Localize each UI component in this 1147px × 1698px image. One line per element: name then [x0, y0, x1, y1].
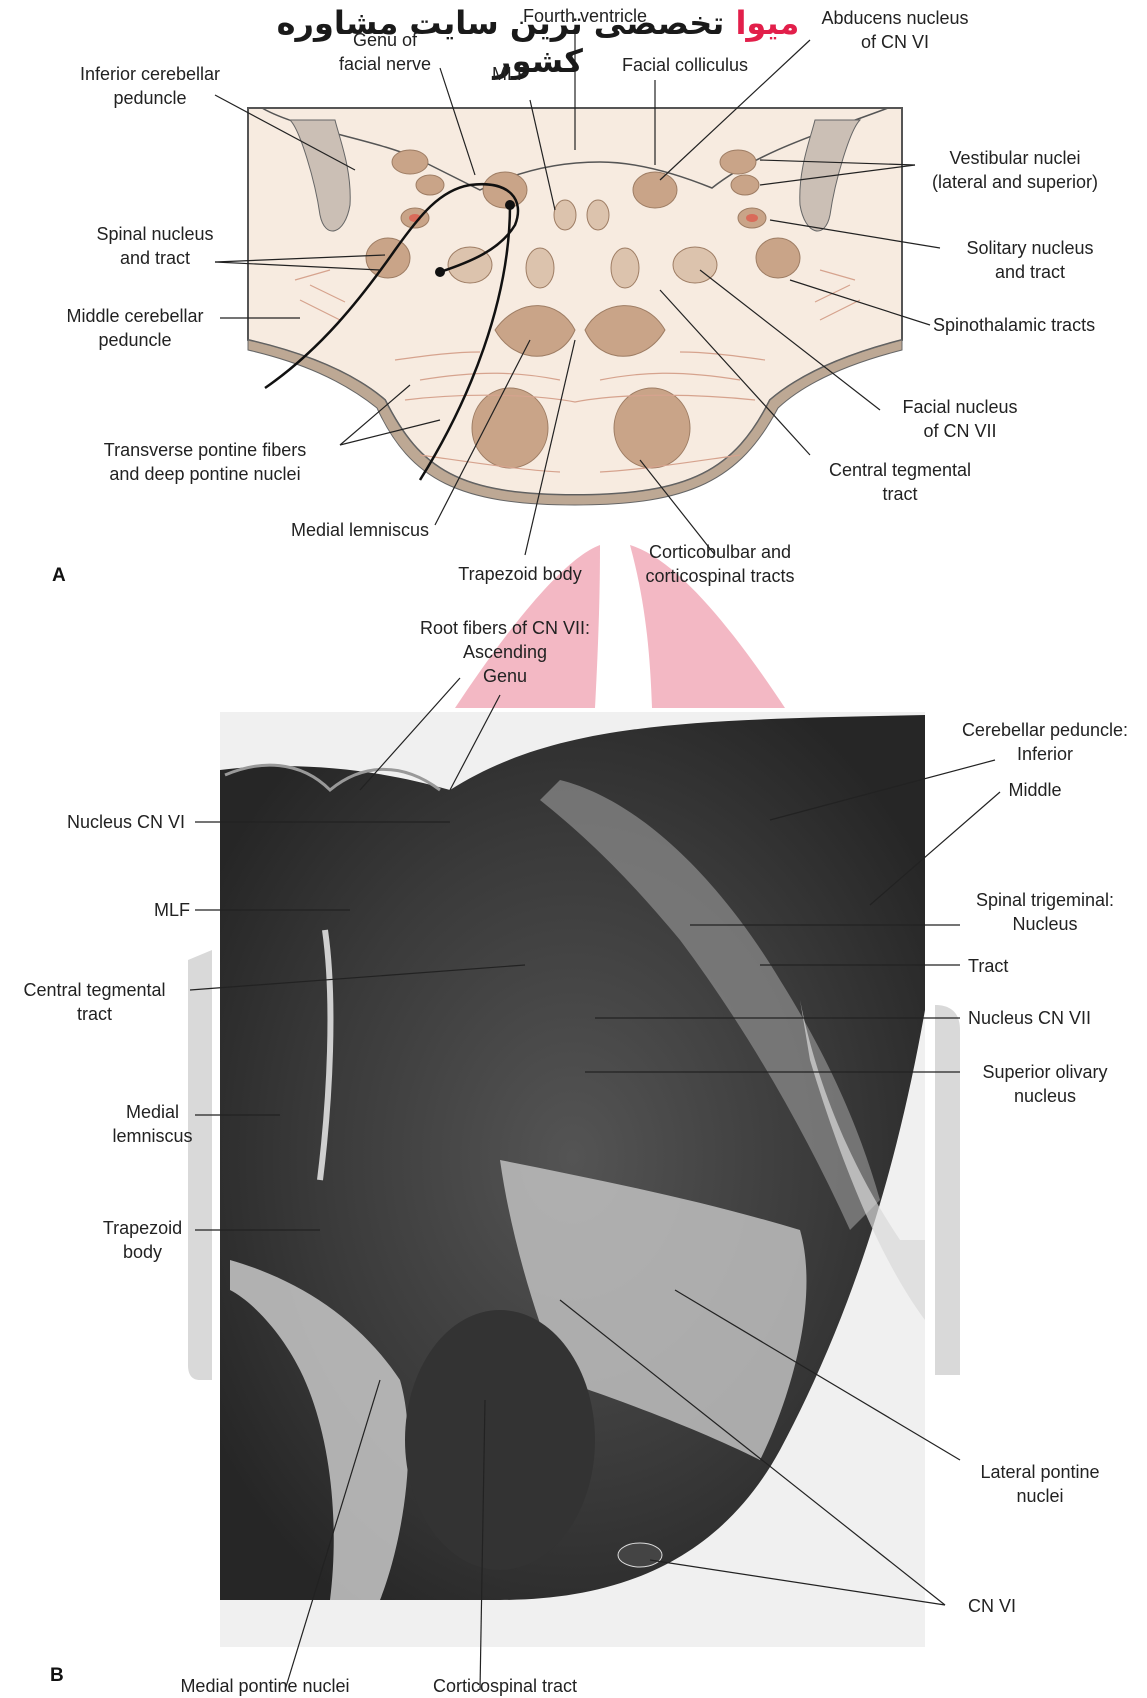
vestibular-left-1: [392, 150, 428, 174]
label-tract: Tract: [968, 954, 1048, 978]
vestibular-right-1: [720, 150, 756, 174]
label-trapezoid-body-b: Trapezoid body: [90, 1216, 195, 1264]
facial-nucleus-dot: [435, 267, 445, 277]
spinal-trigeminal-right: [756, 238, 800, 278]
label-fourth-ventricle: Fourth ventricle: [510, 4, 660, 28]
genu-dot: [505, 200, 515, 210]
label-central-tegmental-a: Central tegmental tract: [810, 458, 990, 506]
panel-b-micrograph: [188, 678, 1000, 1690]
label-transverse-pontine: Transverse pontine fibers and deep ponti…: [80, 438, 330, 486]
mlf-right: [587, 200, 609, 230]
label-superior-olivary: Superior olivary nucleus: [960, 1060, 1130, 1108]
label-mlf-a: MLF: [480, 62, 540, 86]
label-cn6: CN VI: [968, 1594, 1048, 1618]
label-spinal-nucleus: Spinal nucleus and tract: [80, 222, 230, 270]
label-medial-lemniscus-b: Medial lemniscus: [95, 1100, 210, 1148]
corticospinal-left: [472, 388, 548, 468]
label-nucleus-cn7: Nucleus CN VII: [968, 1006, 1138, 1030]
vestibular-right-2: [731, 175, 759, 195]
solitary-core-right: [746, 214, 758, 222]
label-corticospinal-tract: Corticospinal tract: [405, 1674, 605, 1698]
label-middle: Middle: [985, 778, 1085, 802]
abducens-nucleus-right: [633, 172, 677, 208]
label-corticobulbar: Corticobulbar and corticospinal tracts: [620, 540, 820, 588]
label-central-tegmental-b: Central tegmental tract: [2, 978, 187, 1026]
label-vestibular-nuclei: Vestibular nuclei (lateral and superior): [910, 146, 1120, 194]
mlf-left: [554, 200, 576, 230]
panel-letter-b: B: [50, 1665, 64, 1687]
label-facial-nucleus: Facial nucleus of CN VII: [880, 395, 1040, 443]
label-inferior-cerebellar-peduncle: Inferior cerebellar peduncle: [60, 62, 240, 110]
central-tegmental-left: [526, 248, 554, 288]
corticospinal-right: [614, 388, 690, 468]
label-trapezoid-body-a: Trapezoid body: [440, 562, 600, 586]
corticospinal-bundle: [405, 1310, 595, 1570]
label-cerebellar-peduncle-inferior: Cerebellar peduncle: Inferior: [945, 718, 1145, 766]
label-medial-pontine: Medial pontine nuclei: [150, 1674, 380, 1698]
cn6-nerve-cut: [618, 1543, 662, 1567]
label-spinal-trigeminal: Spinal trigeminal: Nucleus: [955, 888, 1135, 936]
label-abducens-nucleus: Abducens nucleus of CN VI: [795, 6, 995, 54]
label-middle-cerebellar-peduncle: Middle cerebellar peduncle: [45, 304, 225, 352]
label-facial-colliculus: Facial colliculus: [600, 53, 770, 77]
label-root-fibers-cn7: Root fibers of CN VII: Ascending Genu: [405, 616, 605, 688]
label-solitary-nucleus: Solitary nucleus and tract: [945, 236, 1115, 284]
vestibular-left-2: [416, 175, 444, 195]
panel-letter-a: A: [52, 565, 66, 587]
label-genu-facial-nerve: Genu of facial nerve: [315, 28, 455, 76]
label-spinothalamic-tracts: Spinothalamic tracts: [933, 313, 1133, 337]
central-tegmental-right: [611, 248, 639, 288]
right-bracket: [935, 1005, 960, 1375]
label-lateral-pontine: Lateral pontine nuclei: [955, 1460, 1125, 1508]
label-medial-lemniscus-a: Medial lemniscus: [270, 518, 450, 542]
watermark-brand: میوا: [735, 4, 799, 42]
left-bracket: [188, 950, 212, 1380]
label-nucleus-cn6: Nucleus CN VI: [20, 810, 185, 834]
label-mlf-b: MLF: [105, 898, 190, 922]
